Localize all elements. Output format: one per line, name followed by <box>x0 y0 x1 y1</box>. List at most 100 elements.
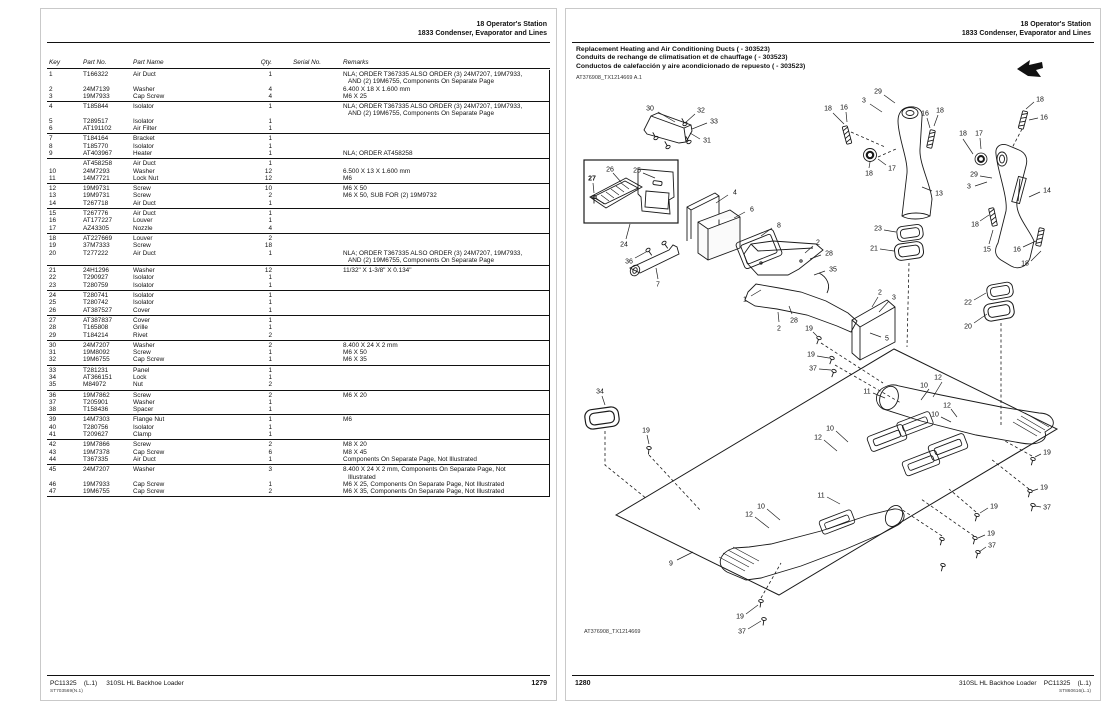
footer-doc-info: 310SL HL Backhoe Loader PC11325 (L.1) <box>958 680 1091 687</box>
leader-line <box>869 332 882 338</box>
cell-part-no: T205901 <box>83 398 109 406</box>
running-header: 18 Operator's Station 1833 Condenser, Ev… <box>962 20 1091 38</box>
leader-line <box>1022 240 1037 248</box>
cell-qty: 2 <box>268 488 272 496</box>
cell-part-no: 19M6755 <box>83 356 110 364</box>
cell-part-name: Screw <box>133 242 151 250</box>
callout-17: 17 <box>888 166 896 173</box>
cell-key: 23 <box>49 281 57 289</box>
cell-key: 37 <box>49 398 57 406</box>
leader-line <box>979 137 982 150</box>
cell-key: 6 <box>49 125 53 133</box>
cell-part-no: 19M8092 <box>83 349 110 357</box>
cell-qty: 1 <box>268 398 272 406</box>
cell-part-name: Clamp <box>133 431 152 439</box>
cell-key: 28 <box>49 324 57 332</box>
leader-line <box>974 181 988 187</box>
cell-part-name: Isolator <box>133 103 154 111</box>
cell-part-no: T184214 <box>83 331 109 339</box>
cell-part-no: 19M7866 <box>83 441 110 449</box>
leader-line <box>868 161 871 169</box>
leader-line <box>777 311 780 323</box>
cell-key: 14 <box>49 199 57 207</box>
cell-qty: 1 <box>268 117 272 125</box>
cell-key: 43 <box>49 448 57 456</box>
exploded-diagram: 3032333126252724367468228351228235191937… <box>583 60 1059 636</box>
cell-part-no: 14M7303 <box>83 416 110 424</box>
cell-remarks: 6.500 X 13 X 1.600 mm <box>343 167 411 175</box>
leader-line <box>877 158 887 166</box>
cell-qty: 1 <box>268 316 272 324</box>
cell-key: 47 <box>49 488 57 496</box>
cell-part-no: T277222 <box>83 249 109 257</box>
cell-part-no: T280741 <box>83 292 109 300</box>
cell-key: 38 <box>49 406 57 414</box>
cell-qty: 1 <box>268 299 272 307</box>
leader-line <box>932 381 943 398</box>
cell-part-name: Panel <box>133 366 150 374</box>
footer-code: ST860616(L.1) <box>1059 689 1091 694</box>
leader-line <box>592 182 595 194</box>
direction-arrow-icon <box>1017 60 1043 77</box>
cell-part-no: AT458258 <box>83 160 113 168</box>
cell-part-no: 19M9731 <box>83 185 110 193</box>
leader-line <box>823 439 838 452</box>
cell-part-no: T280759 <box>83 281 109 289</box>
cell-part-name: Isolator <box>133 299 154 307</box>
callout-27: 27 <box>588 176 596 183</box>
cell-part-name: Washer <box>133 466 155 474</box>
callout-18: 18 <box>936 108 944 115</box>
cell-qty: 1 <box>268 274 272 282</box>
cell-key: 5 <box>49 117 53 125</box>
cell-key: 34 <box>49 373 57 381</box>
cell-qty: 1 <box>268 135 272 143</box>
cell-part-name: Air Duct <box>133 210 156 218</box>
cell-part-name: Air Duct <box>133 160 156 168</box>
cell-remarks: M6 X 35 <box>343 356 367 364</box>
cell-qty: 2 <box>268 441 272 449</box>
cell-part-no: AT387837 <box>83 316 113 324</box>
cell-qty: 1 <box>268 455 272 463</box>
leader-line <box>869 103 883 113</box>
callout-12: 12 <box>814 435 822 442</box>
cell-qty: 1 <box>268 160 272 168</box>
cell-key: 15 <box>49 210 57 218</box>
cell-part-no: 24M7139 <box>83 85 110 93</box>
figure-title: Replacement Heating and Air Conditioning… <box>576 46 805 71</box>
cell-part-no: T267776 <box>83 210 109 218</box>
cell-part-no: 19M6755 <box>83 488 110 496</box>
cell-key: 31 <box>49 349 57 357</box>
figure-title-fr: Conduits de rechange de climatisation et… <box>576 54 788 62</box>
col-serial-no: Serial No. <box>293 59 322 66</box>
cell-key: 11 <box>49 174 56 182</box>
cell-key: 7 <box>49 135 53 143</box>
callout-32: 32 <box>697 108 705 115</box>
cell-remarks: M6 X 50, SUB FOR (2) 19M9732 <box>343 192 437 200</box>
cell-qty: 1 <box>268 292 272 300</box>
cell-key: 41 <box>49 431 57 439</box>
leader-line <box>977 534 986 539</box>
cell-part-no: M84972 <box>83 381 107 389</box>
cell-part-name: Air Duct <box>133 199 156 207</box>
leader-line <box>979 175 993 179</box>
cell-qty: 1 <box>268 373 272 381</box>
header-section: 18 Operator's Station <box>476 21 547 28</box>
callout-22: 22 <box>964 300 972 307</box>
callout-12: 12 <box>934 375 942 382</box>
cell-part-name: Air Duct <box>133 249 156 257</box>
callout-19: 19 <box>987 531 995 538</box>
cell-part-name: Screw <box>133 391 151 399</box>
leader-line <box>646 434 650 445</box>
